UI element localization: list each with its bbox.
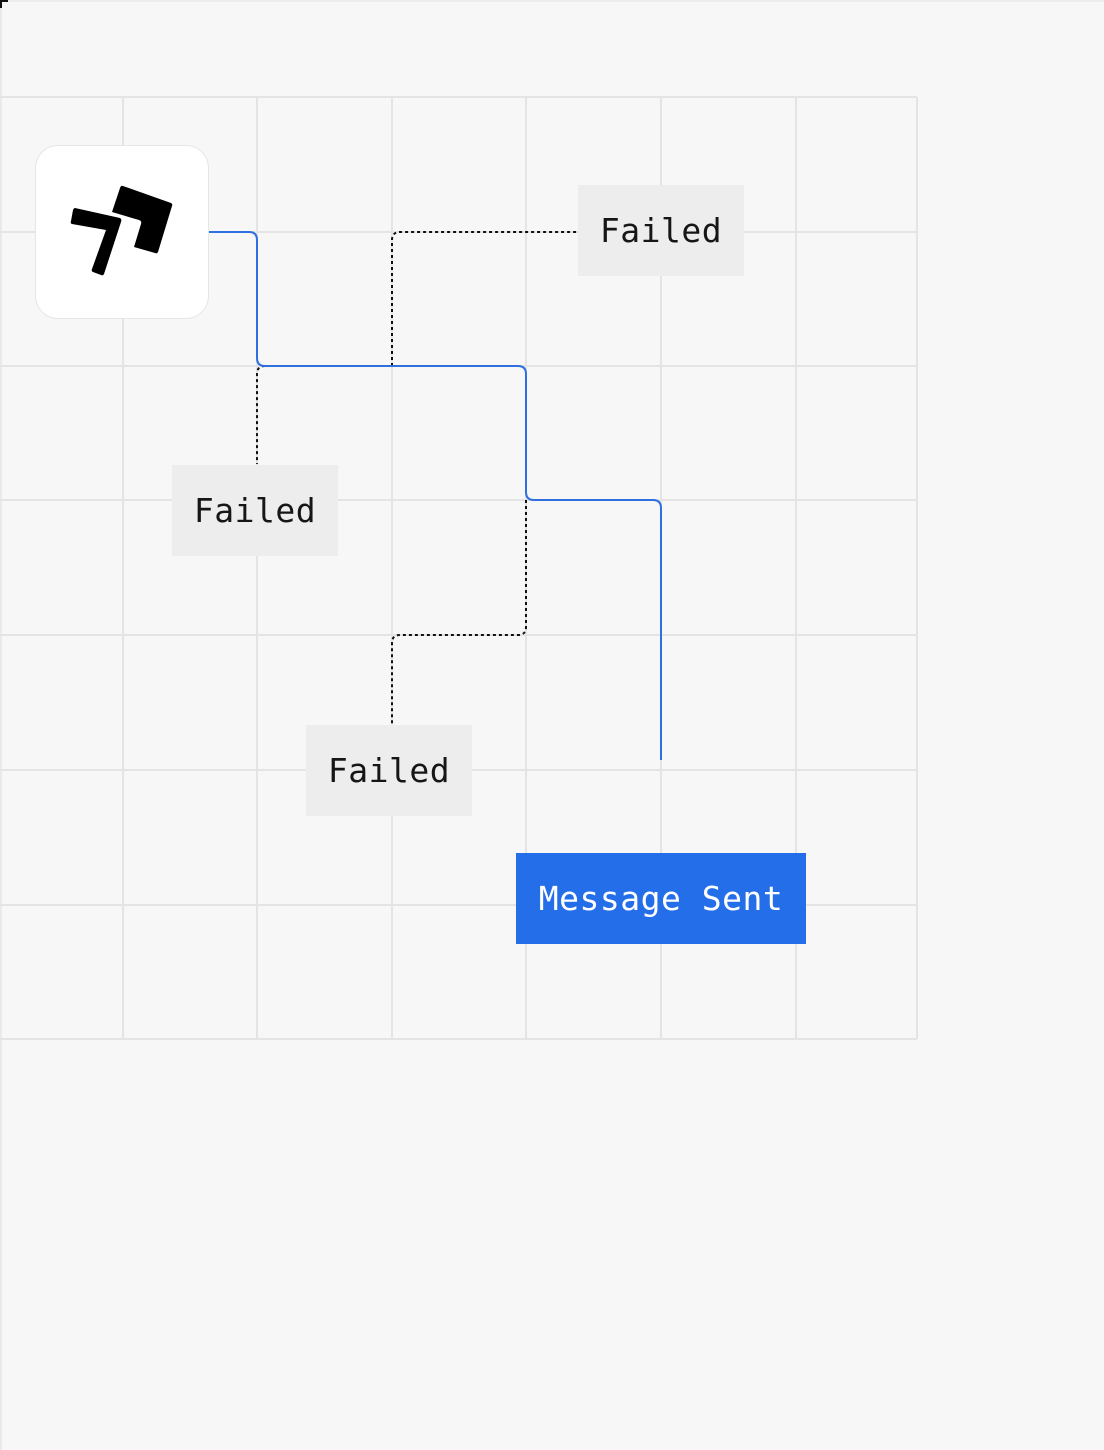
message-sent-node[interactable]: Message Sent <box>516 853 806 944</box>
failure-path-top <box>391 231 577 366</box>
failure-path-bottom <box>391 500 527 724</box>
failed-node-left[interactable]: Failed <box>172 465 338 556</box>
brand-logo-icon <box>70 185 173 276</box>
success-path <box>208 231 662 760</box>
failure-path-left <box>256 365 266 464</box>
failed-node-top[interactable]: Failed <box>578 185 744 276</box>
failed-node-bottom[interactable]: Failed <box>306 725 472 816</box>
corner-mark <box>0 0 8 8</box>
app-logo-card[interactable] <box>36 146 208 318</box>
success-connector <box>208 231 662 852</box>
